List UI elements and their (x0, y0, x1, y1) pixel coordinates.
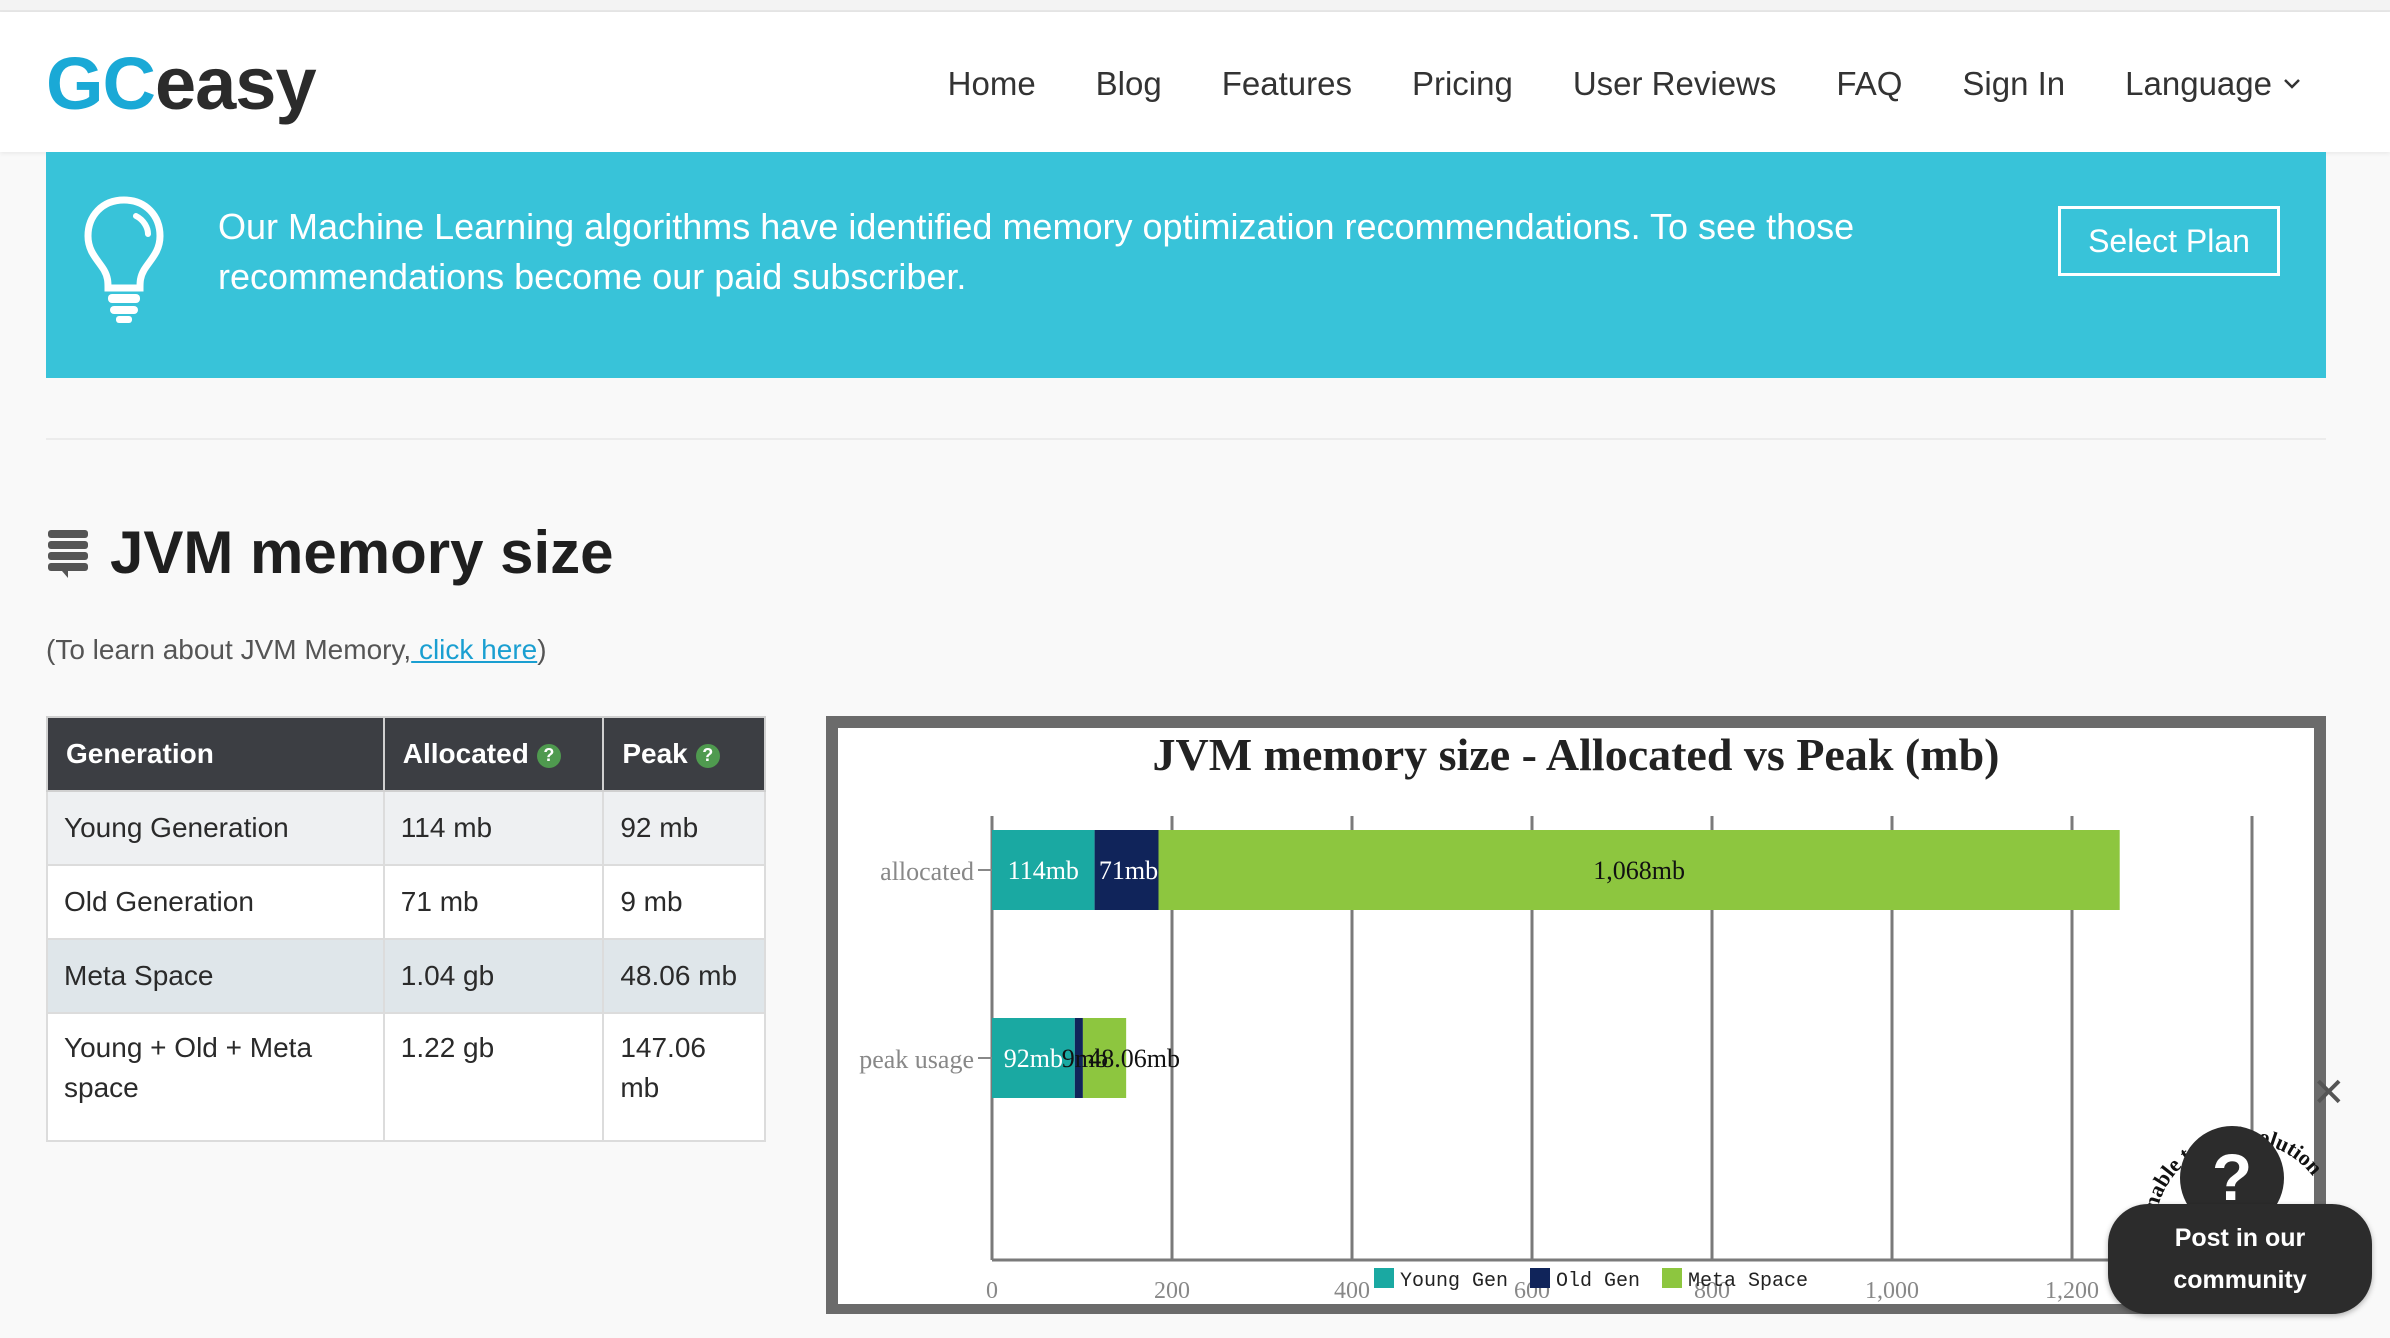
x-tick-label: 1,000 (1865, 1278, 1919, 1304)
x-tick-label: 1,200 (2045, 1278, 2099, 1304)
x-tick-label: 800 (1694, 1278, 1730, 1304)
chart-title: JVM memory size - Allocated vs Peak (mb) (1153, 729, 2000, 780)
help-icon[interactable]: ? (536, 743, 561, 768)
learn-more-text: (To learn about JVM Memory, click here) (46, 634, 547, 666)
help-icon[interactable]: ? (695, 743, 720, 768)
data-label: 71mb (1099, 856, 1158, 885)
cell-allocated: 1.04 gb (382, 938, 605, 1014)
cell-allocated: 1.22 gb (382, 1012, 605, 1142)
header-generation: Generation (46, 716, 385, 792)
table-row: Young Generation 114 mb 92 mb (46, 790, 766, 866)
nav-sign-in[interactable]: Sign In (1962, 65, 2066, 102)
data-label: 92mb (1004, 1044, 1063, 1073)
top-navigation: GCeasy Home Blog Features Pricing User R… (0, 12, 2390, 152)
legend-label: Young Gen (1400, 1270, 1508, 1293)
bar-segment (992, 830, 1095, 910)
click-here-link[interactable]: click here (411, 634, 538, 665)
logo-gc: GC (46, 42, 156, 125)
nav-faq[interactable]: FAQ (1836, 65, 1903, 102)
select-plan-button[interactable]: Select Plan (2058, 206, 2280, 276)
cell-generation: Young Generation (46, 790, 385, 866)
x-tick-label: 400 (1334, 1278, 1370, 1304)
chevron-down-icon (2284, 79, 2300, 89)
cell-peak: 147.06 mb (602, 1012, 766, 1142)
legend-swatch (1530, 1268, 1550, 1288)
gceasy-logo[interactable]: GCeasy (46, 34, 317, 134)
table-row: Young + Old + Meta space 1.22 gb 147.06 … (46, 1012, 766, 1142)
bar-segment (1074, 1018, 1083, 1098)
bubble-line-1: Post in our (2174, 1224, 2306, 1252)
legend-swatch (1662, 1268, 1682, 1288)
table-row: Old Generation 71 mb 9 mb (46, 864, 766, 940)
header-peak: Peak? (602, 716, 766, 792)
x-tick-label: 200 (1154, 1278, 1190, 1304)
jvm-memory-table: Generation Allocated? Peak? Young Genera… (46, 716, 766, 1142)
nav-language-dropdown[interactable]: Language (2125, 54, 2302, 114)
cell-generation: Old Generation (46, 864, 385, 940)
ml-recommendation-banner: Our Machine Learning algorithms have ide… (46, 152, 2326, 378)
cell-peak: 9 mb (602, 864, 766, 940)
database-icon (48, 529, 88, 578)
learn-suffix: ) (537, 634, 547, 665)
data-label: 114mb (1008, 856, 1079, 885)
y-category-label: allocated (880, 857, 974, 886)
nav-home[interactable]: Home (947, 65, 1036, 102)
bar-segment (1082, 1018, 1127, 1098)
question-mark-icon: ? (2212, 1140, 2252, 1214)
data-label: 1,068mb (1593, 856, 1685, 885)
bar-segment (992, 1018, 1075, 1098)
bubble-line-2: community (2173, 1266, 2307, 1294)
header-allocated: Allocated? (382, 716, 605, 792)
legend-label: Meta Space (1688, 1270, 1808, 1293)
chart-frame: JVM memory size - Allocated vs Peak (mb)… (826, 716, 2326, 1314)
x-tick-label: 0 (986, 1278, 998, 1304)
data-label: 9mb (1062, 1044, 1108, 1073)
section-heading: JVM memory size (46, 518, 614, 587)
chart-panel: JVM memory size - Allocated vs Peak (mb)… (838, 728, 2314, 1304)
jvm-memory-chart: JVM memory size - Allocated vs Peak (mb)… (859, 729, 2254, 1304)
nav-links: Home Blog Features Pricing User Reviews … (888, 54, 2302, 114)
legend-label: Old Gen (1556, 1270, 1640, 1293)
bar-segment (1158, 830, 2120, 910)
learn-prefix: (To learn about JVM Memory, (46, 634, 412, 665)
table-header-row: Generation Allocated? Peak? (46, 716, 766, 792)
nav-pricing[interactable]: Pricing (1411, 65, 1513, 102)
cell-allocated: 71 mb (382, 864, 605, 940)
table-row: Meta Space 1.04 gb 48.06 mb (46, 938, 766, 1014)
nav-blog[interactable]: Blog (1095, 65, 1162, 102)
legend-swatch (1374, 1268, 1394, 1288)
data-label: 48.06mb (1088, 1044, 1180, 1073)
top-border (0, 0, 2390, 12)
cell-allocated: 114 mb (382, 790, 605, 866)
cell-generation: Young + Old + Meta space (46, 1012, 385, 1142)
cell-peak: 48.06 mb (602, 938, 766, 1014)
bar-segment (1094, 830, 1159, 910)
y-category-label: peak usage (859, 1045, 974, 1074)
nav-user-reviews[interactable]: User Reviews (1572, 65, 1777, 102)
page-title: JVM memory size (110, 519, 614, 586)
lightbulb-icon (84, 196, 164, 323)
nav-features[interactable]: Features (1221, 65, 1352, 102)
logo-easy: easy (155, 42, 317, 125)
banner-message: Our Machine Learning algorithms have ide… (218, 206, 1855, 297)
cell-peak: 92 mb (602, 790, 766, 866)
language-label: Language (2125, 65, 2272, 102)
cell-generation: Meta Space (46, 938, 385, 1014)
chat-close-icon[interactable]: ✕ (2312, 1071, 2346, 1115)
post-in-community-button[interactable]: Post in our community (2108, 1204, 2372, 1314)
section-divider (46, 438, 2326, 440)
